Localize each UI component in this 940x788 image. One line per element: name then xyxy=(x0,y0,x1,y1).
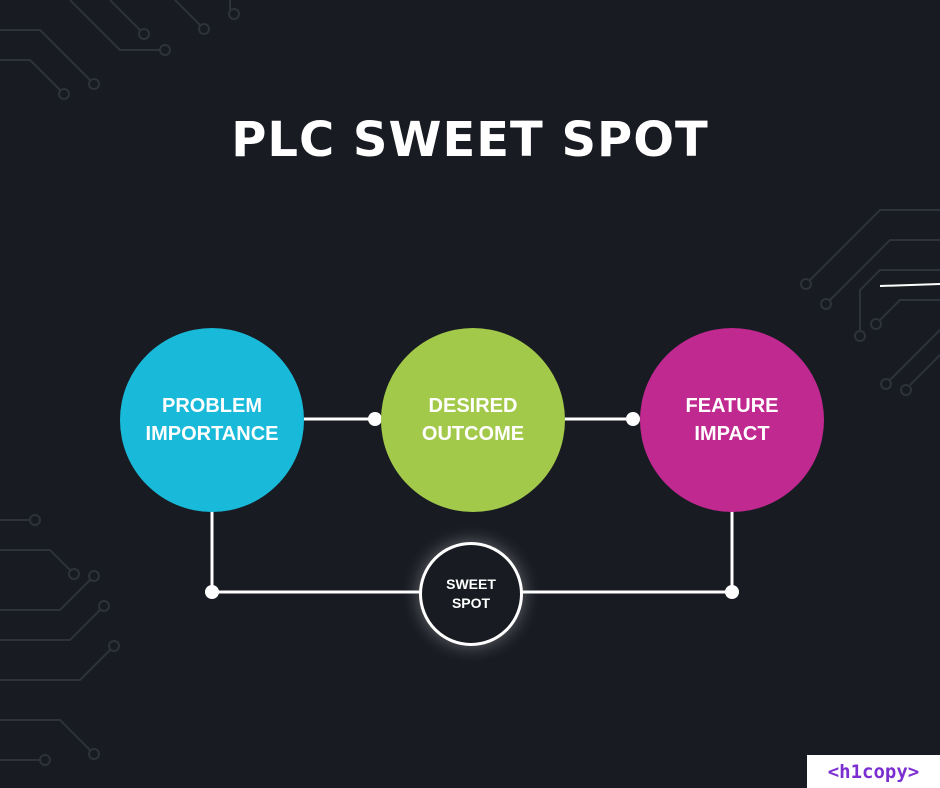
node-sweet-spot: SWEET SPOT xyxy=(419,542,523,646)
node-label-line2: OUTCOME xyxy=(421,423,525,445)
node-label-line2: IMPACT xyxy=(694,423,770,445)
node-label-line1: PROBLEM xyxy=(162,395,262,417)
node-label-line2: IMPORTANCE xyxy=(145,423,279,445)
node-problem-importance: PROBLEM IMPORTANCE xyxy=(120,328,304,512)
connector-dots xyxy=(205,412,739,599)
dot-feature-left xyxy=(626,412,640,426)
brand-logo: <h1copy> xyxy=(807,755,940,788)
node-desired-outcome: DESIRED OUTCOME xyxy=(381,328,565,512)
connector-lines xyxy=(210,417,734,594)
node-label-line1: FEATURE xyxy=(685,395,779,417)
center-label-line1: SWEET xyxy=(446,576,496,592)
circuit-decoration xyxy=(0,0,940,766)
node-label-line1: DESIRED xyxy=(428,395,518,417)
highlight-stroke xyxy=(879,283,940,287)
center-label-line2: SPOT xyxy=(451,595,491,611)
dot-desired-left xyxy=(368,412,382,426)
dot-bottom-left xyxy=(205,585,219,599)
node-feature-impact: FEATURE IMPACT xyxy=(640,328,824,512)
diagram-title: PLC SWEET SPOT xyxy=(231,112,709,168)
dot-bottom-right xyxy=(725,585,739,599)
